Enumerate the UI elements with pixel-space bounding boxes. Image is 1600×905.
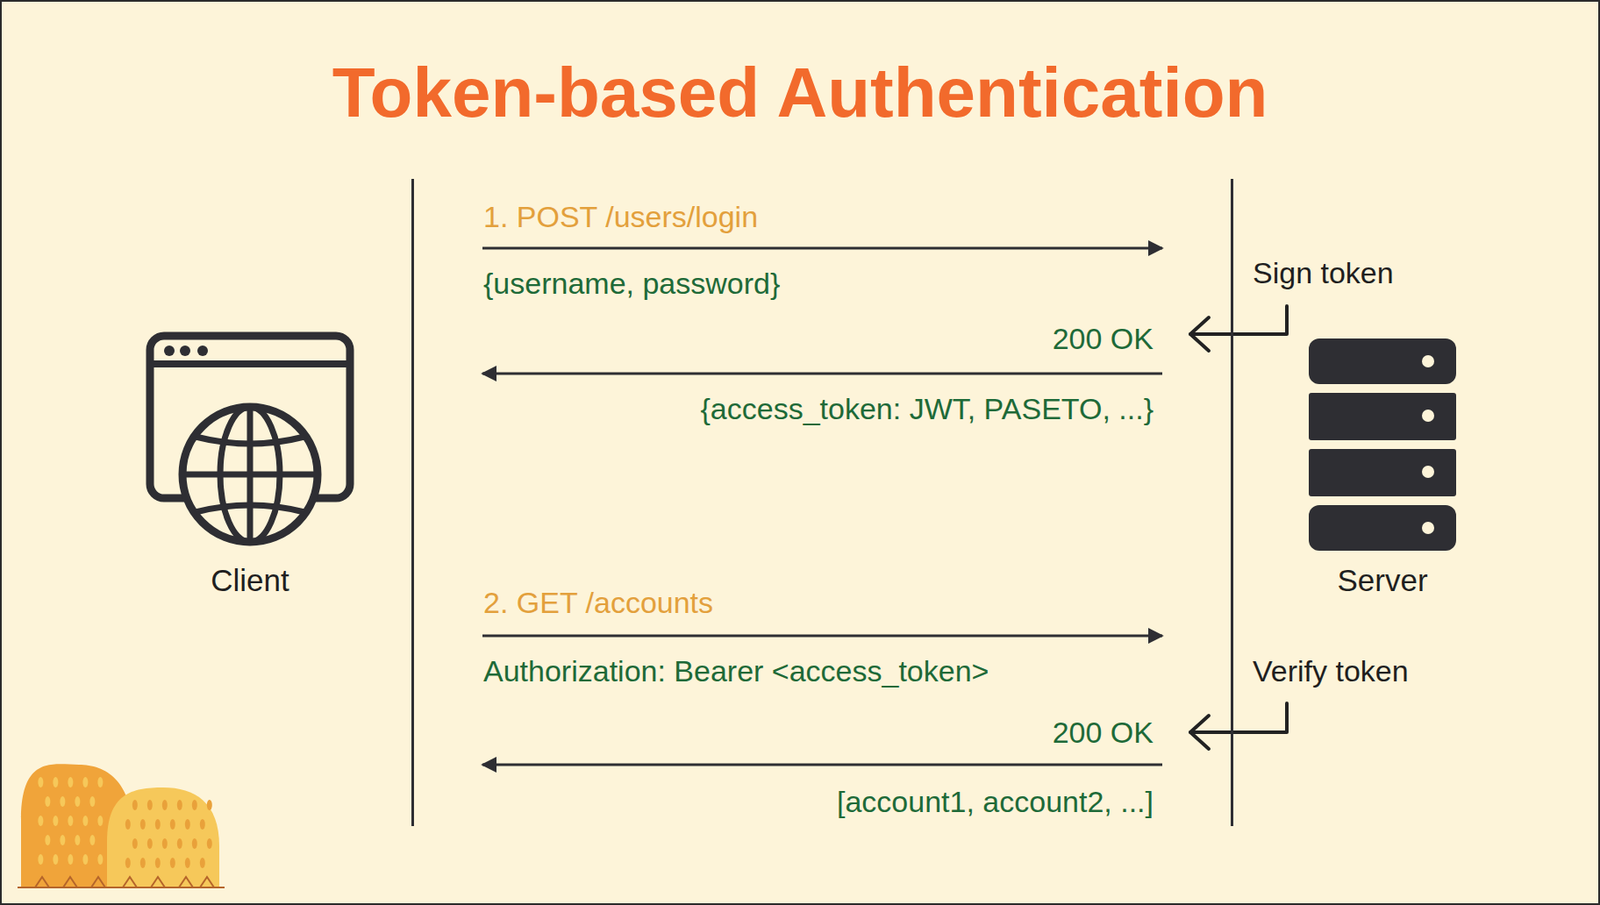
request-header: Authorization: Bearer <access_token> [483,653,989,690]
message-label: 200 OK [1052,714,1154,751]
message-arrow [482,764,1163,767]
message-arrow [482,635,1163,638]
response-body: {access_token: JWT, PASETO, ...} [700,391,1154,428]
server-action: Sign token [1252,255,1394,292]
response-body: [account1, account2, ...] [836,784,1154,821]
tree-decoration [17,764,225,888]
node-label: Client [210,563,289,599]
message-label: 200 OK [1052,321,1154,358]
message-arrow [482,247,1163,250]
node-label: Server [1336,563,1428,599]
message-label: 2. GET /accounts [483,585,714,622]
request-body: {username, password} [483,265,780,302]
client-lifeline: Client [85,178,415,827]
server-action: Verify token [1252,653,1409,690]
message-label: 1. POST /users/login [483,199,758,236]
browser-icon [85,178,415,827]
message-arrow [482,372,1163,376]
diagram-title: Token-based Authentication [0,50,1600,136]
